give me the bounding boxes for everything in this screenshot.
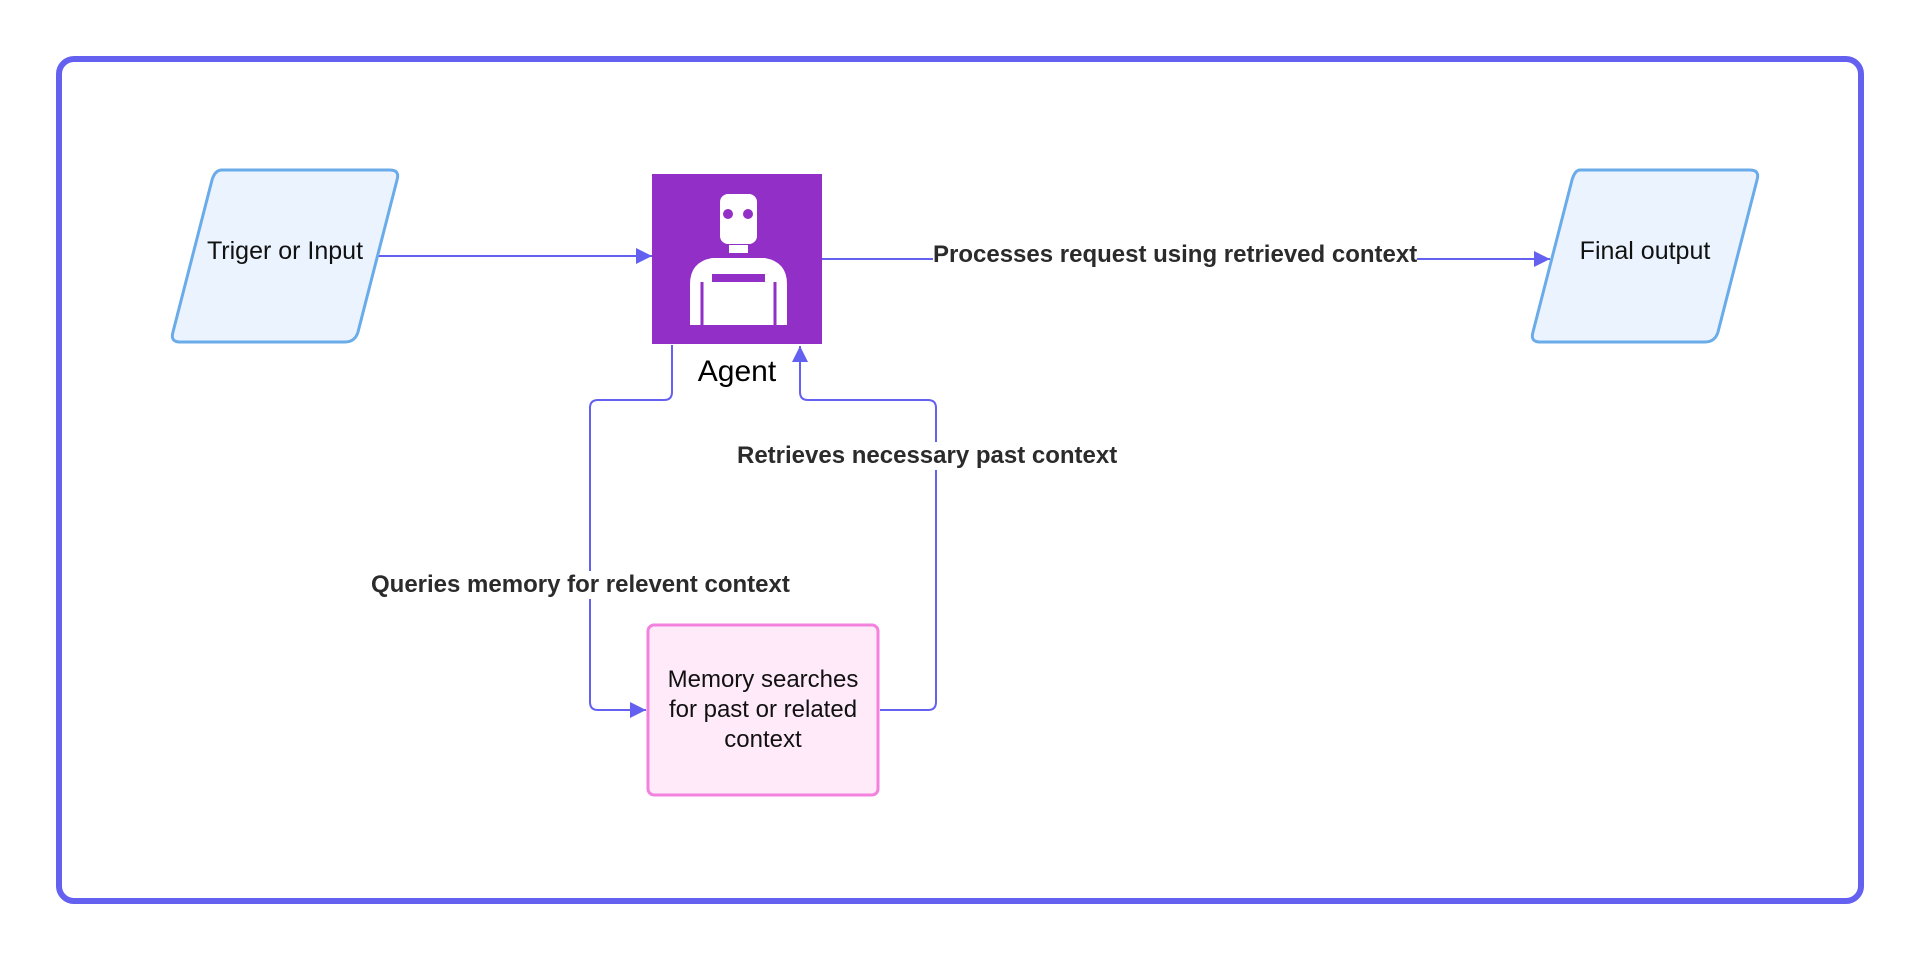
node-memory-label: Memory searches for past or related cont… (667, 666, 859, 753)
node-trigger-shape[interactable] (170, 168, 400, 344)
node-agent-label: Agent (697, 355, 777, 388)
node-memory-shape[interactable] (646, 623, 880, 797)
edge-label-agent-to-memory: Queries memory for relevent context (371, 571, 790, 599)
edge-memory-to-agent (792, 346, 937, 711)
robot-icon (686, 194, 791, 325)
edge-label-agent-to-output: Processes request using retrieved contex… (933, 241, 1418, 269)
node-output-shape[interactable] (1530, 168, 1760, 344)
edge-agent-to-memory (589, 345, 673, 718)
node-trigger-label: Triger or Input (206, 236, 364, 265)
node-output-label: Final output (1579, 236, 1711, 265)
diagram-frame (56, 56, 1864, 904)
edge-label-memory-to-agent: Retrieves necessary past context (737, 442, 1118, 470)
